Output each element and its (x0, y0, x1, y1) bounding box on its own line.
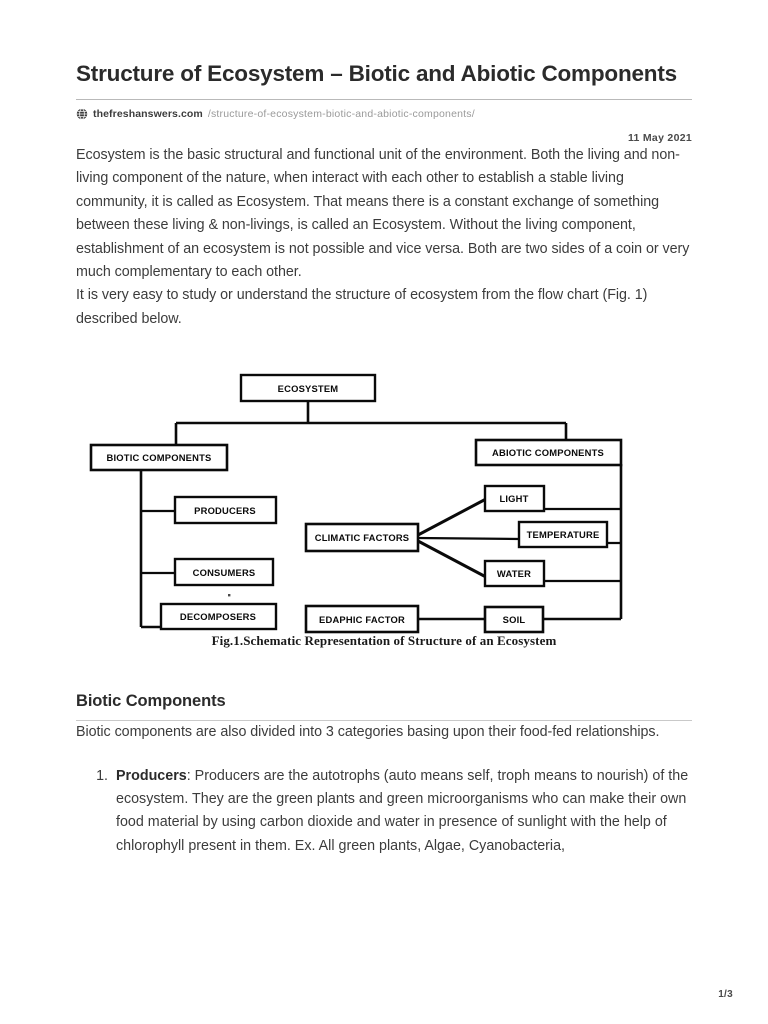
title-divider (76, 99, 692, 100)
node-abiotic-label: ABIOTIC COMPONENTS (492, 447, 604, 458)
node-edaphic-label: EDAPHIC FACTOR (319, 614, 405, 625)
decorative-dot (228, 594, 231, 597)
node-decomposers: DECOMPOSERS (159, 603, 278, 631)
node-climatic-factors: CLIMATIC FACTORS (304, 522, 420, 553)
node-consumers: CONSUMERS (173, 558, 275, 587)
intro-paragraph: Ecosystem is the basic structural and fu… (76, 147, 690, 281)
list-item: Producers: Producers are the autotrophs … (112, 765, 692, 859)
biotic-lead-paragraph: Biotic components are also divided into … (76, 724, 660, 741)
node-producers: PRODUCERS (173, 496, 278, 525)
source-url[interactable]: thefreshanswers.com/structure-of-ecosyst… (76, 107, 692, 121)
page-title: Structure of Ecosystem – Biotic and Abio… (76, 61, 677, 86)
node-light: LIGHT (483, 485, 546, 513)
article-content: Structure of Ecosystem – Biotic and Abio… (76, 60, 692, 858)
node-ecosystem: ECOSYSTEM (239, 374, 377, 403)
node-climatic-label: CLIMATIC FACTORS (315, 532, 410, 543)
edge-climatic-water (417, 539, 487, 579)
figure-caption: Fig.1.Schematic Representation of Struct… (211, 633, 557, 649)
page-number: 1/3 (718, 989, 733, 1000)
edge-climatic-light (417, 497, 487, 537)
list-item-term: Producers (116, 767, 187, 784)
edge-climatic-temperature (417, 537, 521, 541)
node-biotic-label: BIOTIC COMPONENTS (107, 452, 212, 463)
source-domain: thefreshanswers.com (93, 108, 203, 120)
node-decomposers-label: DECOMPOSERS (180, 611, 256, 622)
node-water-label: WATER (497, 568, 531, 579)
source-path: /structure-of-ecosystem-biotic-and-abiot… (207, 108, 475, 120)
node-edaphic-factor: EDAPHIC FACTOR (304, 604, 420, 634)
ecosystem-flowchart-svg: ECOSYSTEM BIOTIC COMPONENTS ABIOTIC COMP… (89, 374, 623, 634)
node-temperature: TEMPERATURE (517, 521, 609, 549)
node-abiotic-components: ABIOTIC COMPONENTS (474, 438, 623, 467)
node-producers-label: PRODUCERS (194, 505, 256, 516)
biotic-categories-list: Producers: Producers are the autotrophs … (76, 765, 692, 859)
flowchart-lead-paragraph: It is very easy to study or understand t… (76, 287, 648, 327)
node-ecosystem-label: ECOSYSTEM (278, 383, 339, 394)
node-soil-label: SOIL (503, 614, 526, 625)
node-light-label: LIGHT (499, 493, 528, 504)
section-divider (76, 720, 692, 722)
node-soil: SOIL (483, 605, 545, 634)
node-water: WATER (483, 560, 546, 588)
node-temperature-label: TEMPERATURE (527, 529, 600, 540)
globe-icon (76, 108, 88, 120)
node-consumers-label: CONSUMERS (193, 567, 256, 578)
publish-date: 11 May 2021 (627, 132, 692, 144)
node-biotic-components: BIOTIC COMPONENTS (89, 443, 229, 472)
ecosystem-flowchart-figure: ECOSYSTEM BIOTIC COMPONENTS ABIOTIC COMP… (76, 361, 692, 651)
list-item-text: : Producers are the autotrophs (auto mea… (116, 767, 689, 854)
section-heading-biotic-components: Biotic Components (76, 692, 226, 711)
